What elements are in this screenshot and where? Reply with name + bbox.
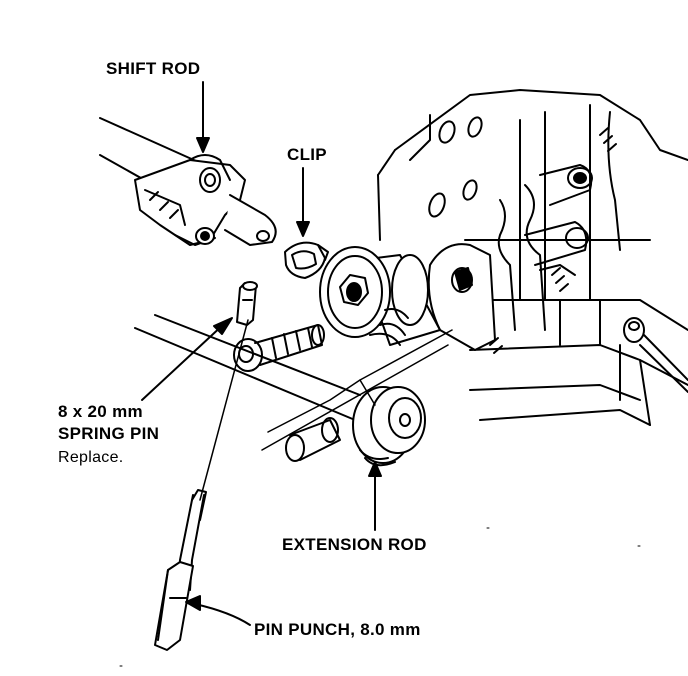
spring-pin-label: SPRING PIN (58, 424, 160, 443)
spring-pin-note: Replace. (58, 449, 124, 466)
clip-label: CLIP (287, 145, 327, 164)
shift-lever-assembly (319, 243, 496, 351)
shift-rod (99, 117, 277, 246)
spring-pin-size-label: 8 x 20 mm (58, 402, 143, 421)
clip-part (284, 241, 329, 279)
transmission-housing (377, 89, 688, 426)
extension-rod-label: EXTENSION ROD (282, 535, 427, 554)
guide-lines (199, 319, 453, 501)
pin-punch-tool (154, 489, 207, 651)
spring-pin (236, 281, 258, 326)
scan-specks (119, 527, 641, 667)
pin-punch-label: PIN PUNCH, 8.0 mm (254, 620, 421, 639)
leader-arrows (141, 81, 382, 626)
extension-rod (134, 314, 426, 467)
shift-rod-label: SHIFT ROD (106, 59, 201, 78)
